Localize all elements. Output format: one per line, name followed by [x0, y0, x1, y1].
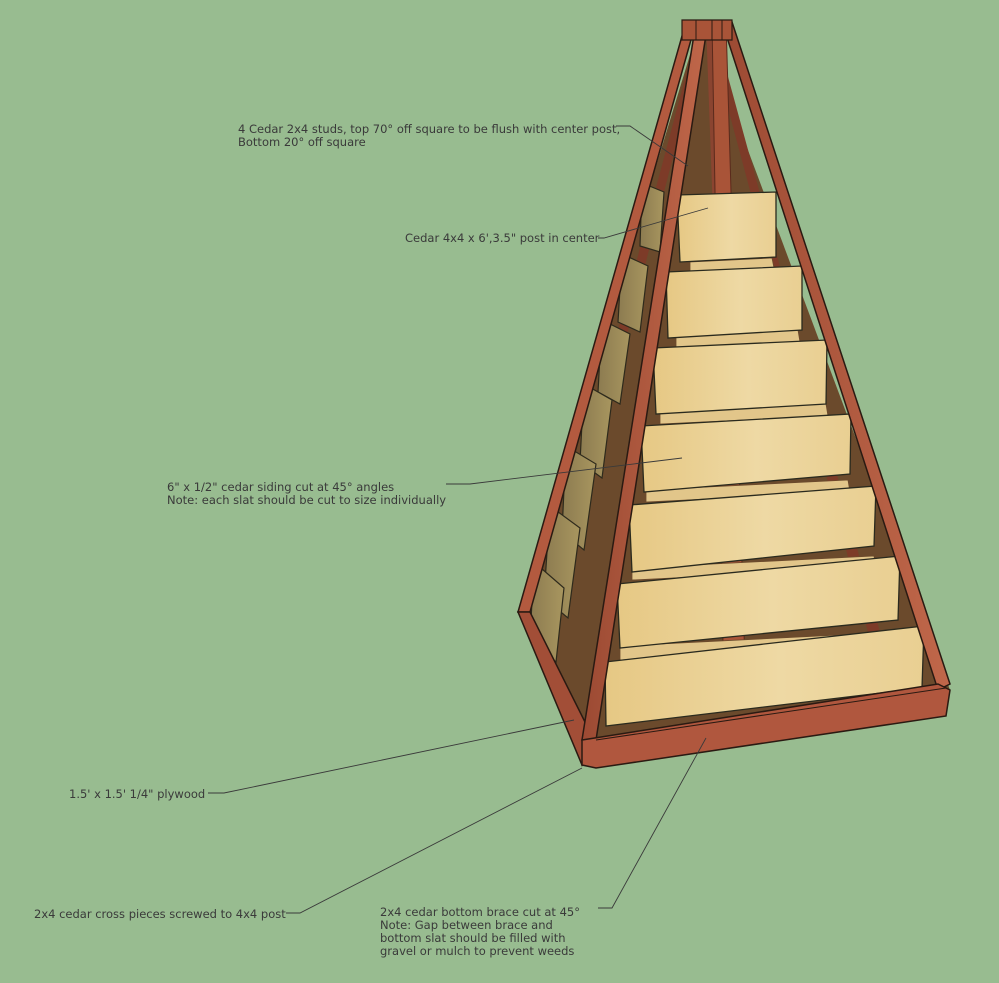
bottom-brace [581, 683, 951, 769]
studs-annotation-line1: 4 Cedar 2x4 studs, top 70° off square to… [238, 122, 621, 136]
siding-annotation: 6" x 1/2" cedar siding cut at 45° angles… [167, 481, 446, 507]
studs-annotation: 4 Cedar 2x4 studs, top 70° off square to… [238, 123, 620, 149]
siding-annotation-line2: Note: each slat should be cut to size in… [167, 493, 447, 507]
studs-annotation-line2: Bottom 20° off square [238, 135, 366, 149]
top-cap [681, 19, 733, 41]
bottom-brace-annotation-line1: 2x4 cedar bottom brace cut at 45° [380, 905, 580, 919]
cross-pieces-annotation: 2x4 cedar cross pieces screwed to 4x4 po… [34, 907, 286, 921]
siding-annotation-line1: 6" x 1/2" cedar siding cut at 45° angles [167, 480, 395, 494]
bottom-brace-annotation-line3: bottom slat should be filled with [380, 931, 566, 945]
bottom-brace-annotation: 2x4 cedar bottom brace cut at 45° Note: … [380, 906, 580, 958]
front-slats [604, 191, 925, 727]
plywood-annotation: 1.5' x 1.5' 1/4" plywood [69, 787, 206, 801]
bottom-brace-annotation-line2: Note: Gap between brace and [380, 918, 553, 932]
bottom-brace-annotation-line4: gravel or mulch to prevent weeds [380, 944, 575, 958]
leader-lines [208, 125, 709, 914]
post-annotation: Cedar 4x4 x 6',3.5" post in center [405, 231, 600, 245]
